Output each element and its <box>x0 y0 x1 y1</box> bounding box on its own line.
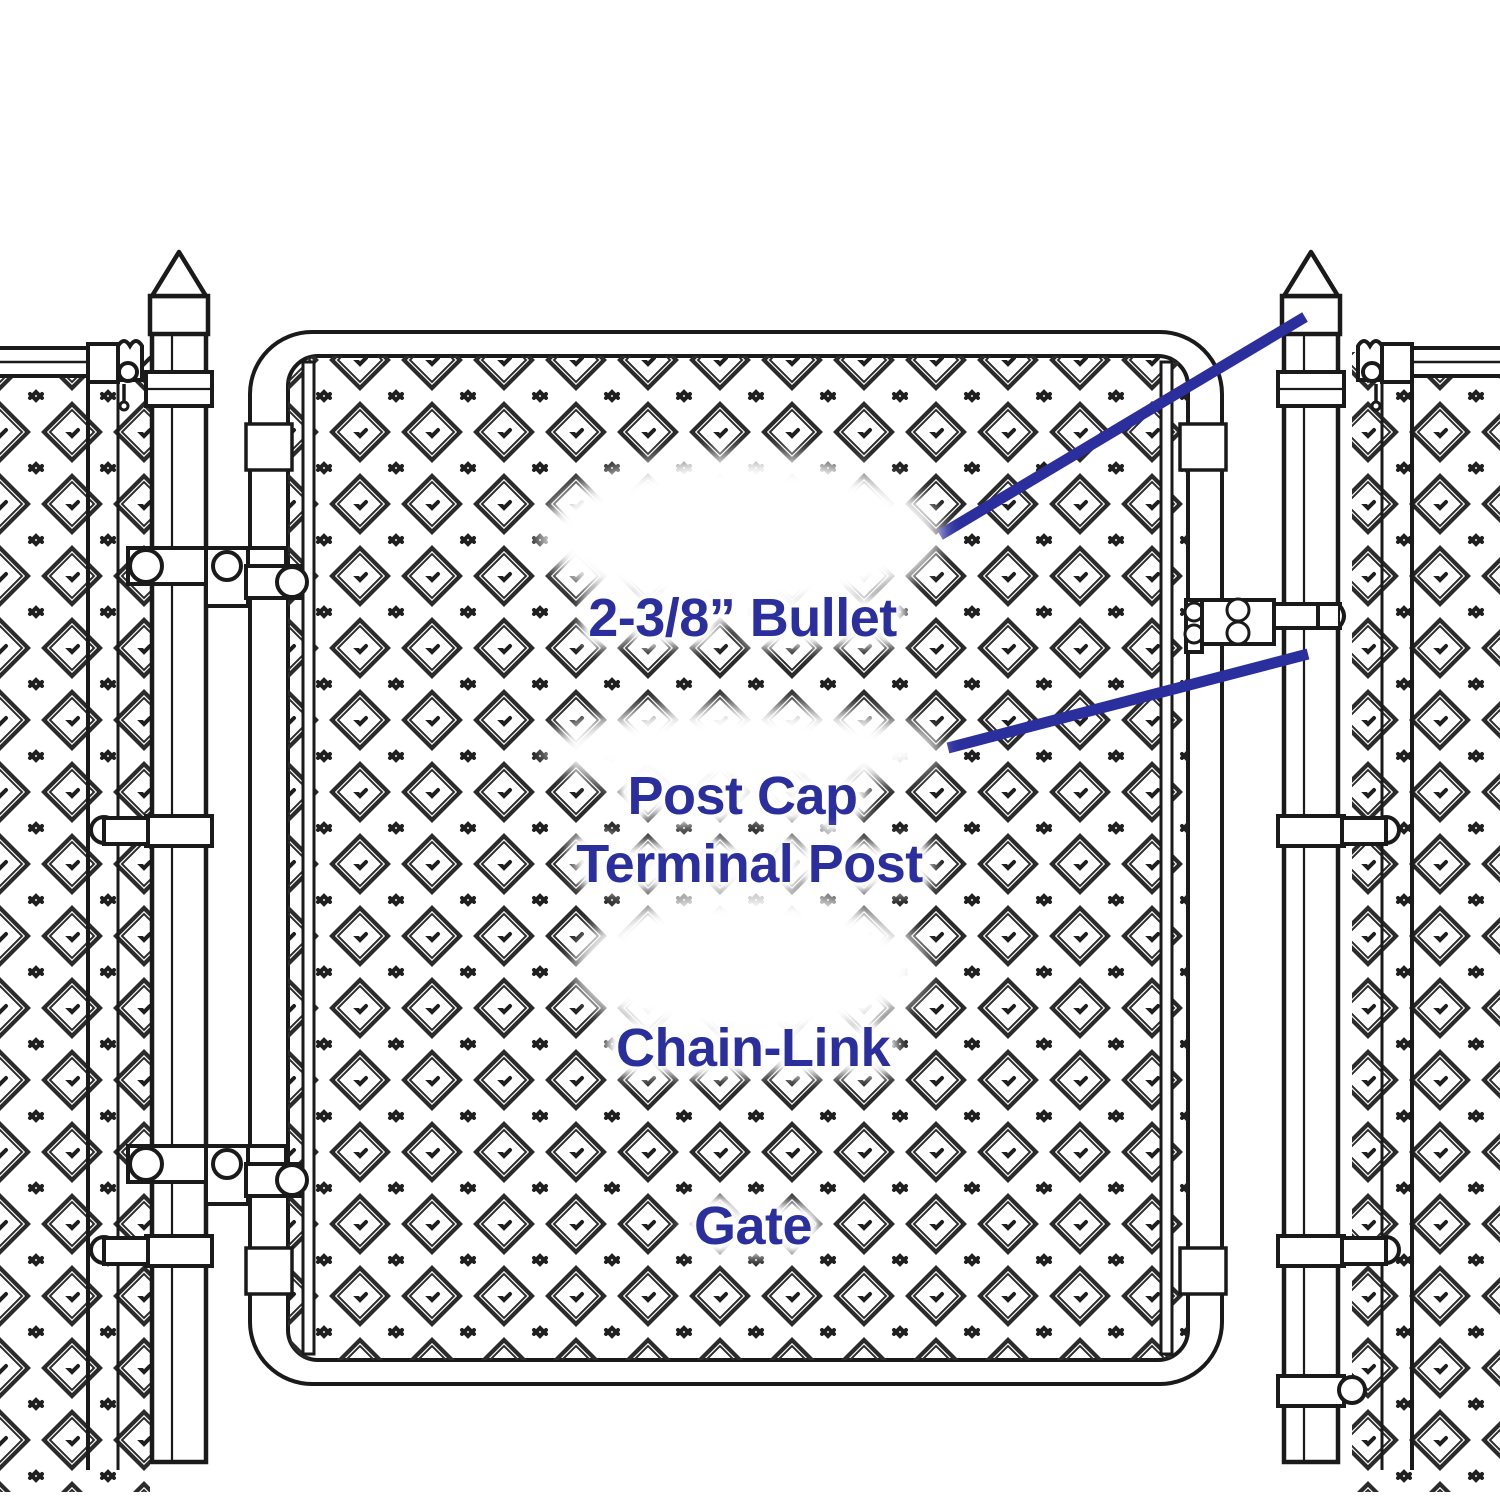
right-top-rail <box>1410 346 1500 378</box>
label-bullet-post-cap-line1: 2-3/8” Bullet <box>588 587 897 648</box>
label-mask-2 <box>545 705 940 793</box>
gate-tension-bar-right <box>1159 360 1174 1356</box>
gate-corner-plates <box>244 422 1228 1296</box>
label-chain-link-gate: Chain-Link Gate <box>603 900 903 1375</box>
right-fence-section <box>1352 339 1500 1492</box>
chain-link-gate <box>244 330 1228 1386</box>
label-bullet-post-cap: 2-3/8” Bullet Post Cap <box>565 470 920 945</box>
tension-band-right-low <box>1276 1234 1401 1268</box>
tension-band-right-mid <box>1276 814 1401 848</box>
label-chain-link-gate-line1: Chain-Link <box>616 1017 891 1078</box>
left-terminal-post <box>89 249 309 1465</box>
tension-band-left-low <box>89 1234 214 1268</box>
label-mask-3 <box>575 890 925 1045</box>
rail-end-cup-right-icon <box>1356 339 1414 412</box>
leader-bullet-post-cap <box>937 312 1308 540</box>
left-fence-section <box>0 339 150 1492</box>
tension-band-left-mid <box>89 814 214 848</box>
label-chain-link-gate-line2: Gate <box>693 1195 813 1256</box>
gate-hinge-lower <box>126 1144 309 1206</box>
label-terminal-post-line1: Terminal Post <box>576 833 923 894</box>
left-top-rail <box>0 346 90 378</box>
label-mask-1 <box>540 455 940 615</box>
brace-band-left-top <box>144 370 214 408</box>
bullet-post-cap-left-icon <box>147 249 211 337</box>
label-bullet-post-cap-line2: Post Cap <box>627 765 858 826</box>
leader-lines <box>937 312 1310 754</box>
gate-hinge-upper <box>126 546 309 608</box>
gate-latch <box>1183 597 1346 654</box>
gate-fabric <box>288 356 1188 1360</box>
tension-band-right-lower2 <box>1276 1374 1367 1408</box>
gate-tension-bar-left <box>301 360 316 1356</box>
label-terminal-post: Terminal Post <box>562 716 937 1013</box>
brace-band-right-top <box>1276 370 1346 408</box>
leader-terminal-post <box>946 648 1310 754</box>
